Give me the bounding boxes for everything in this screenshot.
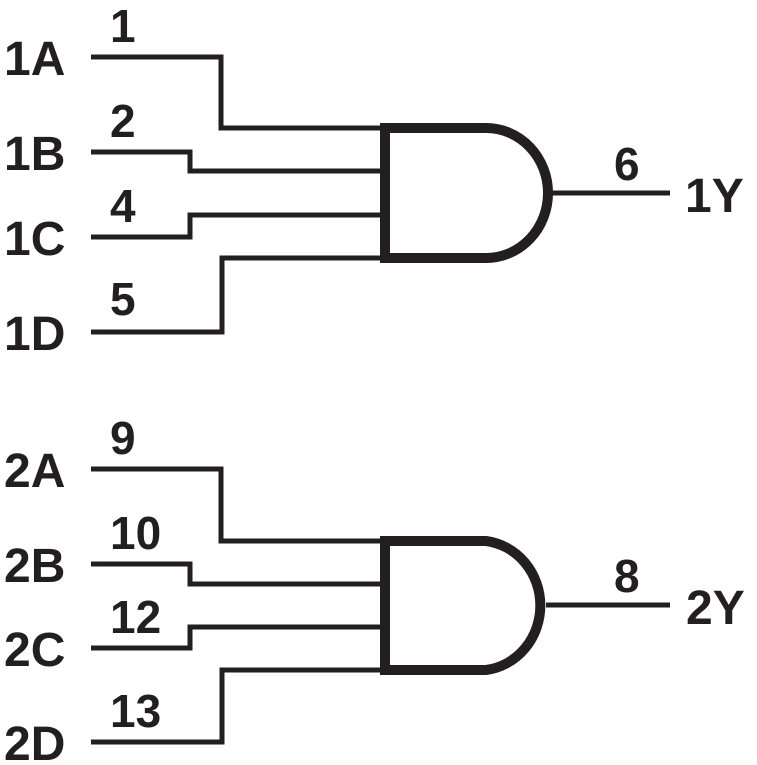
input-label-1b: 1B	[4, 128, 65, 181]
and-gate-2-symbol-icon	[380, 536, 546, 675]
pin-number-5: 5	[110, 273, 136, 325]
pin-number-4: 4	[110, 180, 136, 232]
wire-input-2a	[91, 466, 385, 544]
wire-input-1a	[91, 54, 385, 131]
input-label-2b: 2B	[4, 540, 65, 593]
pin-number-9: 9	[110, 412, 136, 464]
wire-input-1d	[91, 255, 385, 335]
output-label-2y: 2Y	[686, 582, 745, 635]
gate-1-group: 1A 1B 1C 1D 1 2 4 5 6 1Y	[4, 0, 744, 361]
gate-2-group: 2A 2B 2C 2D 9 10 12 13 8 2Y	[4, 412, 745, 765]
pin-number-1: 1	[110, 0, 136, 52]
pin-number-2: 2	[110, 95, 136, 147]
pin-number-13: 13	[110, 685, 161, 737]
input-label-1d: 1D	[4, 308, 65, 361]
wire-input-1c	[91, 212, 385, 240]
input-label-2a: 2A	[4, 445, 65, 498]
output-label-1y: 1Y	[685, 170, 744, 223]
wire-input-2d	[91, 667, 385, 745]
wire-input-2b	[91, 561, 385, 587]
input-label-2d: 2D	[4, 718, 65, 765]
pin-number-8: 8	[614, 550, 640, 602]
pin-number-12: 12	[110, 591, 161, 643]
input-label-1c: 1C	[4, 213, 65, 266]
pin-number-6: 6	[614, 138, 640, 190]
pin-number-10: 10	[110, 507, 161, 559]
wire-input-1b	[91, 149, 385, 174]
and-gate-1-symbol-icon	[380, 123, 553, 263]
input-label-2c: 2C	[4, 624, 65, 677]
input-label-1a: 1A	[4, 33, 65, 86]
wire-input-2c	[91, 624, 385, 651]
